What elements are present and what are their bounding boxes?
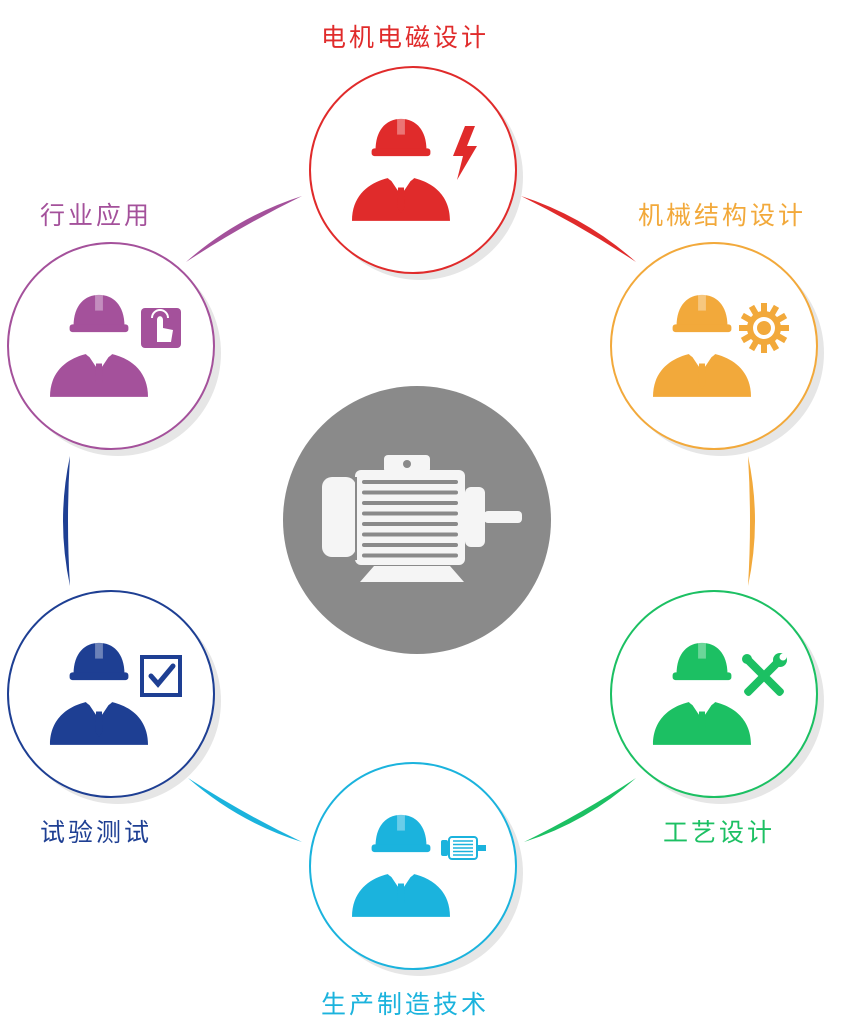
gear-icon — [739, 303, 789, 353]
connector-arc — [748, 456, 755, 586]
checkbox-icon — [140, 655, 182, 697]
label-manufacturing: 生产制造技术 — [321, 990, 490, 1019]
node-process — [610, 590, 824, 804]
node-electromagnetic — [309, 66, 523, 280]
motor-icon — [441, 836, 486, 860]
connector-arc — [63, 456, 70, 586]
lightning-icon — [453, 126, 477, 180]
connector-arc — [188, 778, 302, 842]
label-process: 工艺设计 — [663, 818, 776, 847]
node-testing — [7, 590, 221, 804]
node-application — [7, 242, 221, 456]
connector-arc — [524, 778, 636, 842]
electric-motor-icon — [322, 455, 522, 582]
center-motor — [283, 386, 551, 654]
label-mechanical: 机械结构设计 — [638, 201, 807, 230]
connector-arc — [521, 196, 636, 262]
label-application: 行业应用 — [40, 201, 153, 230]
touch-hand-icon — [141, 308, 181, 348]
label-electromagnetic: 电机电磁设计 — [321, 23, 490, 52]
connector-arc — [186, 196, 302, 262]
wrench-screwdriver-icon — [742, 653, 787, 696]
label-testing: 试验测试 — [40, 818, 153, 847]
node-manufacturing — [309, 762, 523, 976]
node-mechanical — [610, 242, 824, 456]
